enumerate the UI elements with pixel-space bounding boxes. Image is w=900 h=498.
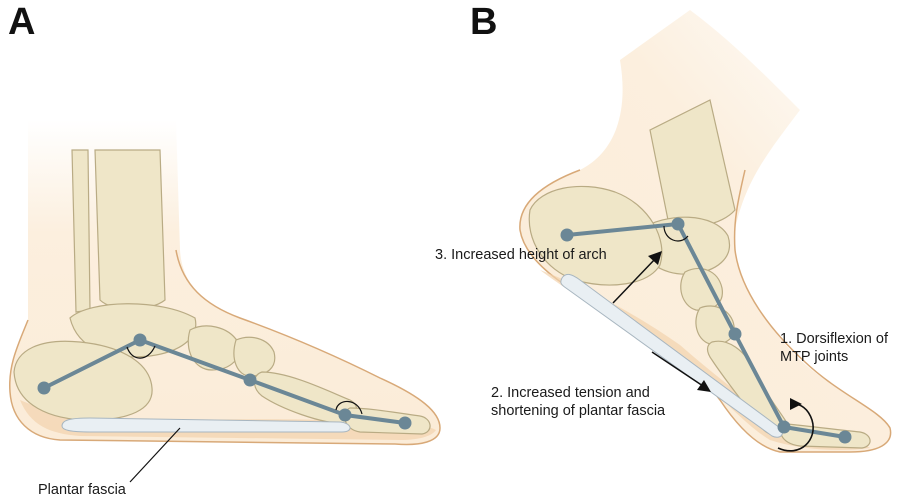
panel-a-linkage-forefoot-bar — [248, 378, 347, 417]
panel-a-foot-outline — [9, 249, 441, 446]
panel-a-joint-mtp — [338, 408, 352, 422]
panel-a-fascia-leader-line — [129, 427, 181, 483]
panel-a-linkage-heel-bar — [42, 338, 142, 390]
panel-b-arch-arrow-shaft — [612, 257, 657, 304]
panel-b-joint-midfoot — [728, 327, 742, 341]
panel-b-arch-arrowhead — [648, 251, 662, 265]
panel-a-calcaneus — [13, 340, 153, 421]
panel-a-joint-heel — [37, 381, 51, 395]
panel-a-linkage-toe-bar — [343, 413, 407, 425]
panel-b-mtp-rotation-arrow — [777, 403, 814, 452]
panel-b-letter: B — [470, 1, 497, 43]
panel-b-mtp-rotation-arrowhead — [790, 398, 802, 410]
panel-b-tension-arrow-shaft — [651, 351, 704, 387]
panel-b-joint-heel — [560, 228, 574, 242]
panel-a-joints — [37, 333, 412, 430]
panel-b-step1-label-line1: 1. Dorsiflexion of — [780, 331, 889, 347]
panel-b-linkage-heel-bar — [565, 222, 680, 237]
panel-a-tibia — [94, 149, 166, 310]
panel-a-linkage-midfoot-bar — [138, 338, 252, 382]
panel-b-step2-label-line2: shortening of plantar fascia — [491, 403, 666, 419]
panel-b-foot-outline — [519, 169, 892, 453]
panel-a-letter: A — [8, 1, 35, 43]
panel-a-linkage — [42, 338, 407, 425]
panel-b-linkage — [565, 222, 847, 439]
panel-b-plantar-fascia — [560, 273, 783, 438]
panel-b-joint-talus — [671, 217, 685, 231]
panel-b-linkage-midfoot-bar — [676, 222, 737, 336]
panel-a-plantar-fascia — [61, 417, 351, 433]
panel-b-step2-label-line1: 2. Increased tension and — [491, 385, 650, 401]
panel-b-bones — [528, 99, 871, 449]
panel-b-joint-mtp — [777, 420, 791, 434]
panel-a-joint-midfoot — [243, 373, 257, 387]
panel-a-cuneiform — [233, 336, 276, 377]
panel-a-plantar-fascia-label: Plantar fascia — [38, 482, 127, 498]
panel-b-tension-arrowhead — [697, 380, 711, 392]
panel-b: B — [435, 1, 892, 453]
panel-a-mtp-angle-arc — [335, 400, 363, 415]
panel-b-joints — [560, 217, 852, 444]
panel-b-step3-label: 3. Increased height of arch — [435, 247, 607, 263]
panel-a-joint-talus — [133, 333, 147, 347]
panel-a-arch-angle-arc — [126, 345, 156, 359]
panel-b-step1-label-line2: MTP joints — [780, 349, 848, 365]
panel-b-joint-toe — [838, 430, 852, 444]
panel-a: A — [8, 1, 441, 498]
panel-b-arch-angle-arc — [663, 225, 689, 242]
panel-b-linkage-toe-bar — [782, 425, 847, 439]
panel-a-joint-toe — [398, 416, 412, 430]
panel-b-calcaneus — [528, 185, 663, 286]
panel-b-linkage-forefoot-bar — [733, 332, 786, 429]
panel-a-bones — [13, 149, 431, 435]
